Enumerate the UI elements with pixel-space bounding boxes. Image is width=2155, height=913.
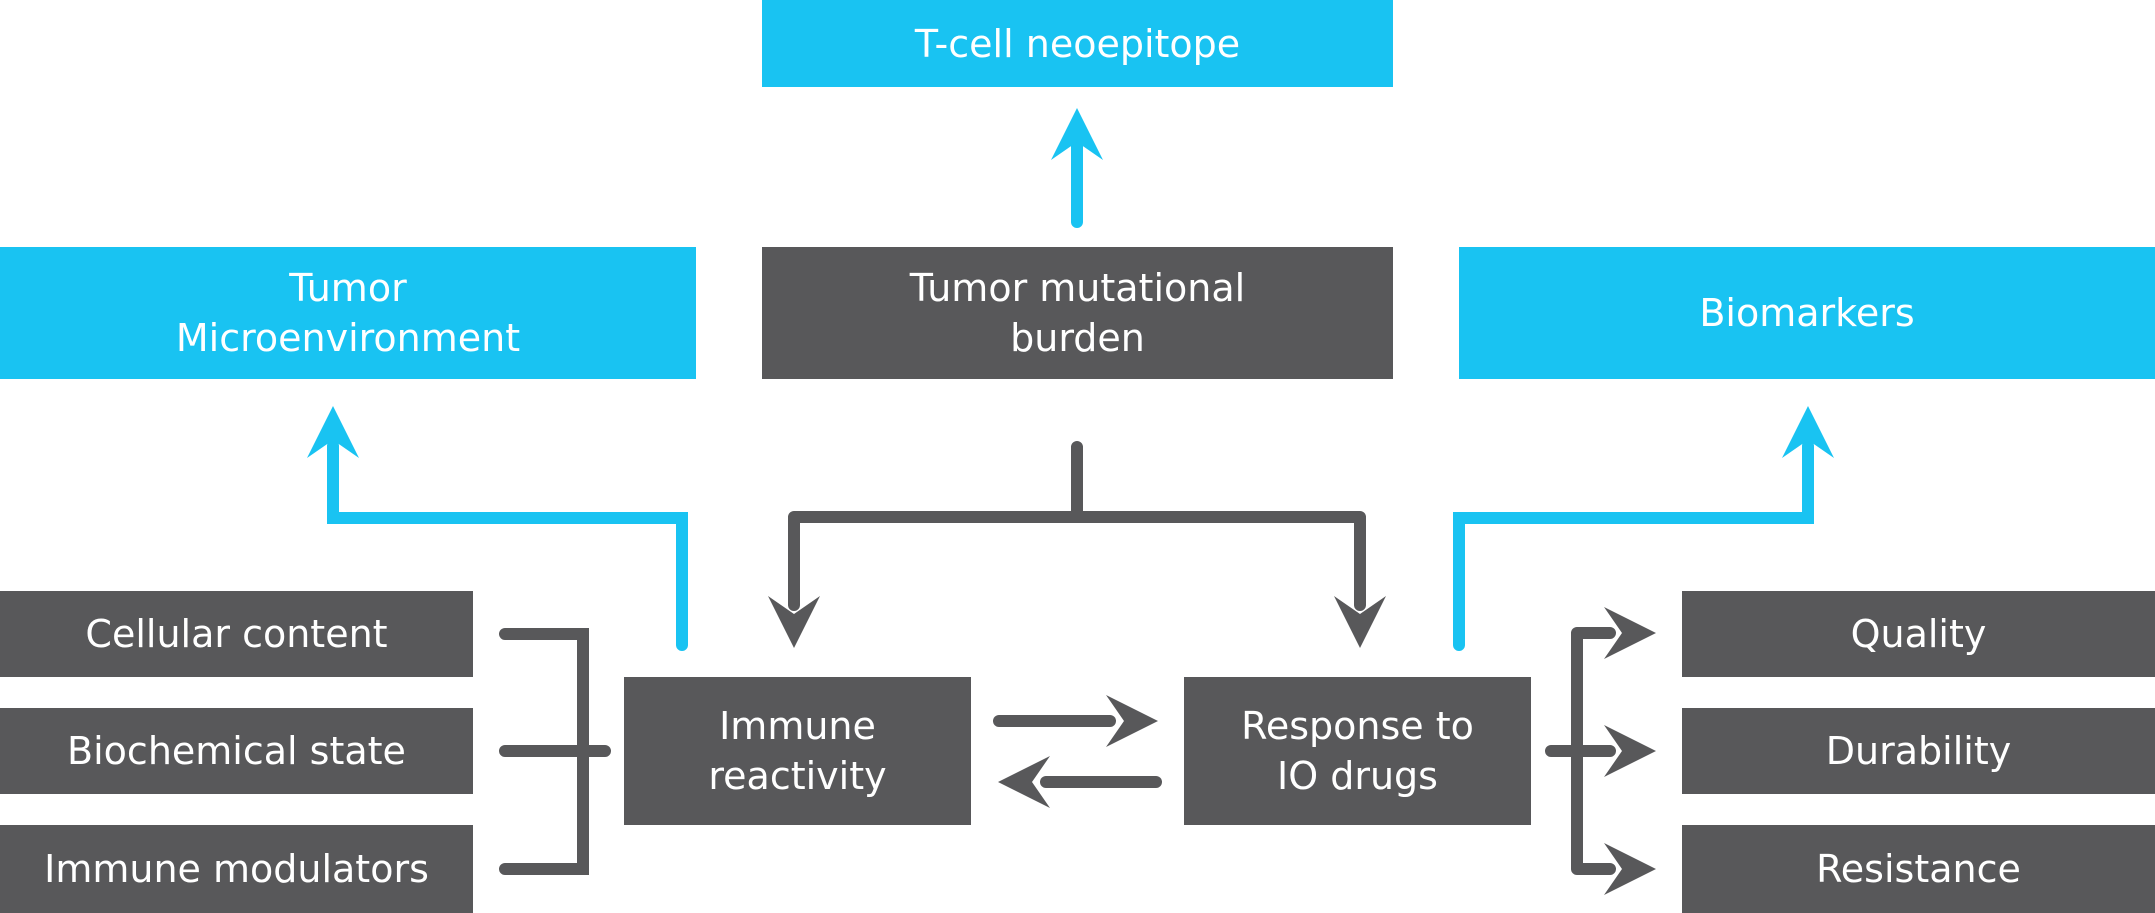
node-quality: Quality — [1682, 591, 2155, 677]
node-response-to-io-drugs: Response to IO drugs — [1184, 677, 1531, 825]
node-t-cell-neoepitope: T-cell neoepitope — [762, 0, 1393, 87]
node-tumor-mutational-burden: Tumor mutational burden — [762, 247, 1393, 379]
node-biochemical-state-label: Biochemical state — [67, 729, 406, 773]
arrow-tmb-to-neoepitope-head — [1051, 108, 1103, 160]
node-durability: Durability — [1682, 708, 2155, 794]
arrow-tmb-to-reactivity-head — [768, 596, 820, 648]
node-tumor-mutational-burden-label: Tumor mutational burden — [909, 266, 1246, 360]
arrow-response-to-biomarkers — [1453, 440, 1814, 651]
arrow-reactivity-to-response-head — [1106, 695, 1158, 747]
node-biochemical-state: Biochemical state — [0, 708, 473, 794]
node-biomarkers-label: Biomarkers — [1699, 291, 1915, 335]
node-t-cell-neoepitope-label: T-cell neoepitope — [914, 21, 1241, 66]
arrow-tmb-to-response-head — [1334, 596, 1386, 648]
arrow-to-resistance-head — [1604, 843, 1656, 895]
node-cellular-content: Cellular content — [0, 591, 473, 677]
node-resistance: Resistance — [1682, 825, 2155, 913]
node-immune-modulators-label: Immune modulators — [44, 847, 429, 891]
node-tumor-microenvironment-label: Tumor Microenvironment — [175, 266, 521, 360]
connector-tmb-split — [788, 441, 1366, 611]
node-cellular-content-label: Cellular content — [85, 612, 388, 656]
arrow-reactivity-to-microenvironment-head — [307, 406, 359, 458]
arrow-response-to-biomarkers-head — [1782, 406, 1834, 458]
node-quality-label: Quality — [1850, 612, 1987, 656]
arrow-reactivity-to-microenvironment — [327, 440, 688, 651]
node-response-to-io-drugs-label: Response to IO drugs — [1241, 704, 1474, 798]
node-immune-reactivity: Immune reactivity — [624, 677, 971, 825]
node-durability-label: Durability — [1825, 729, 2012, 773]
node-biomarkers: Biomarkers — [1459, 247, 2155, 379]
node-immune-reactivity-label: Immune reactivity — [708, 704, 887, 798]
connector-inputs-bracket — [499, 628, 611, 875]
arrow-response-to-reactivity-head — [998, 756, 1050, 808]
connector-outputs-bracket — [1545, 627, 1616, 875]
node-tumor-microenvironment: Tumor Microenvironment — [0, 247, 696, 379]
arrow-to-durability-head — [1604, 725, 1656, 777]
node-resistance-label: Resistance — [1816, 847, 2021, 891]
arrow-to-quality-head — [1604, 607, 1656, 659]
node-immune-modulators: Immune modulators — [0, 825, 473, 913]
